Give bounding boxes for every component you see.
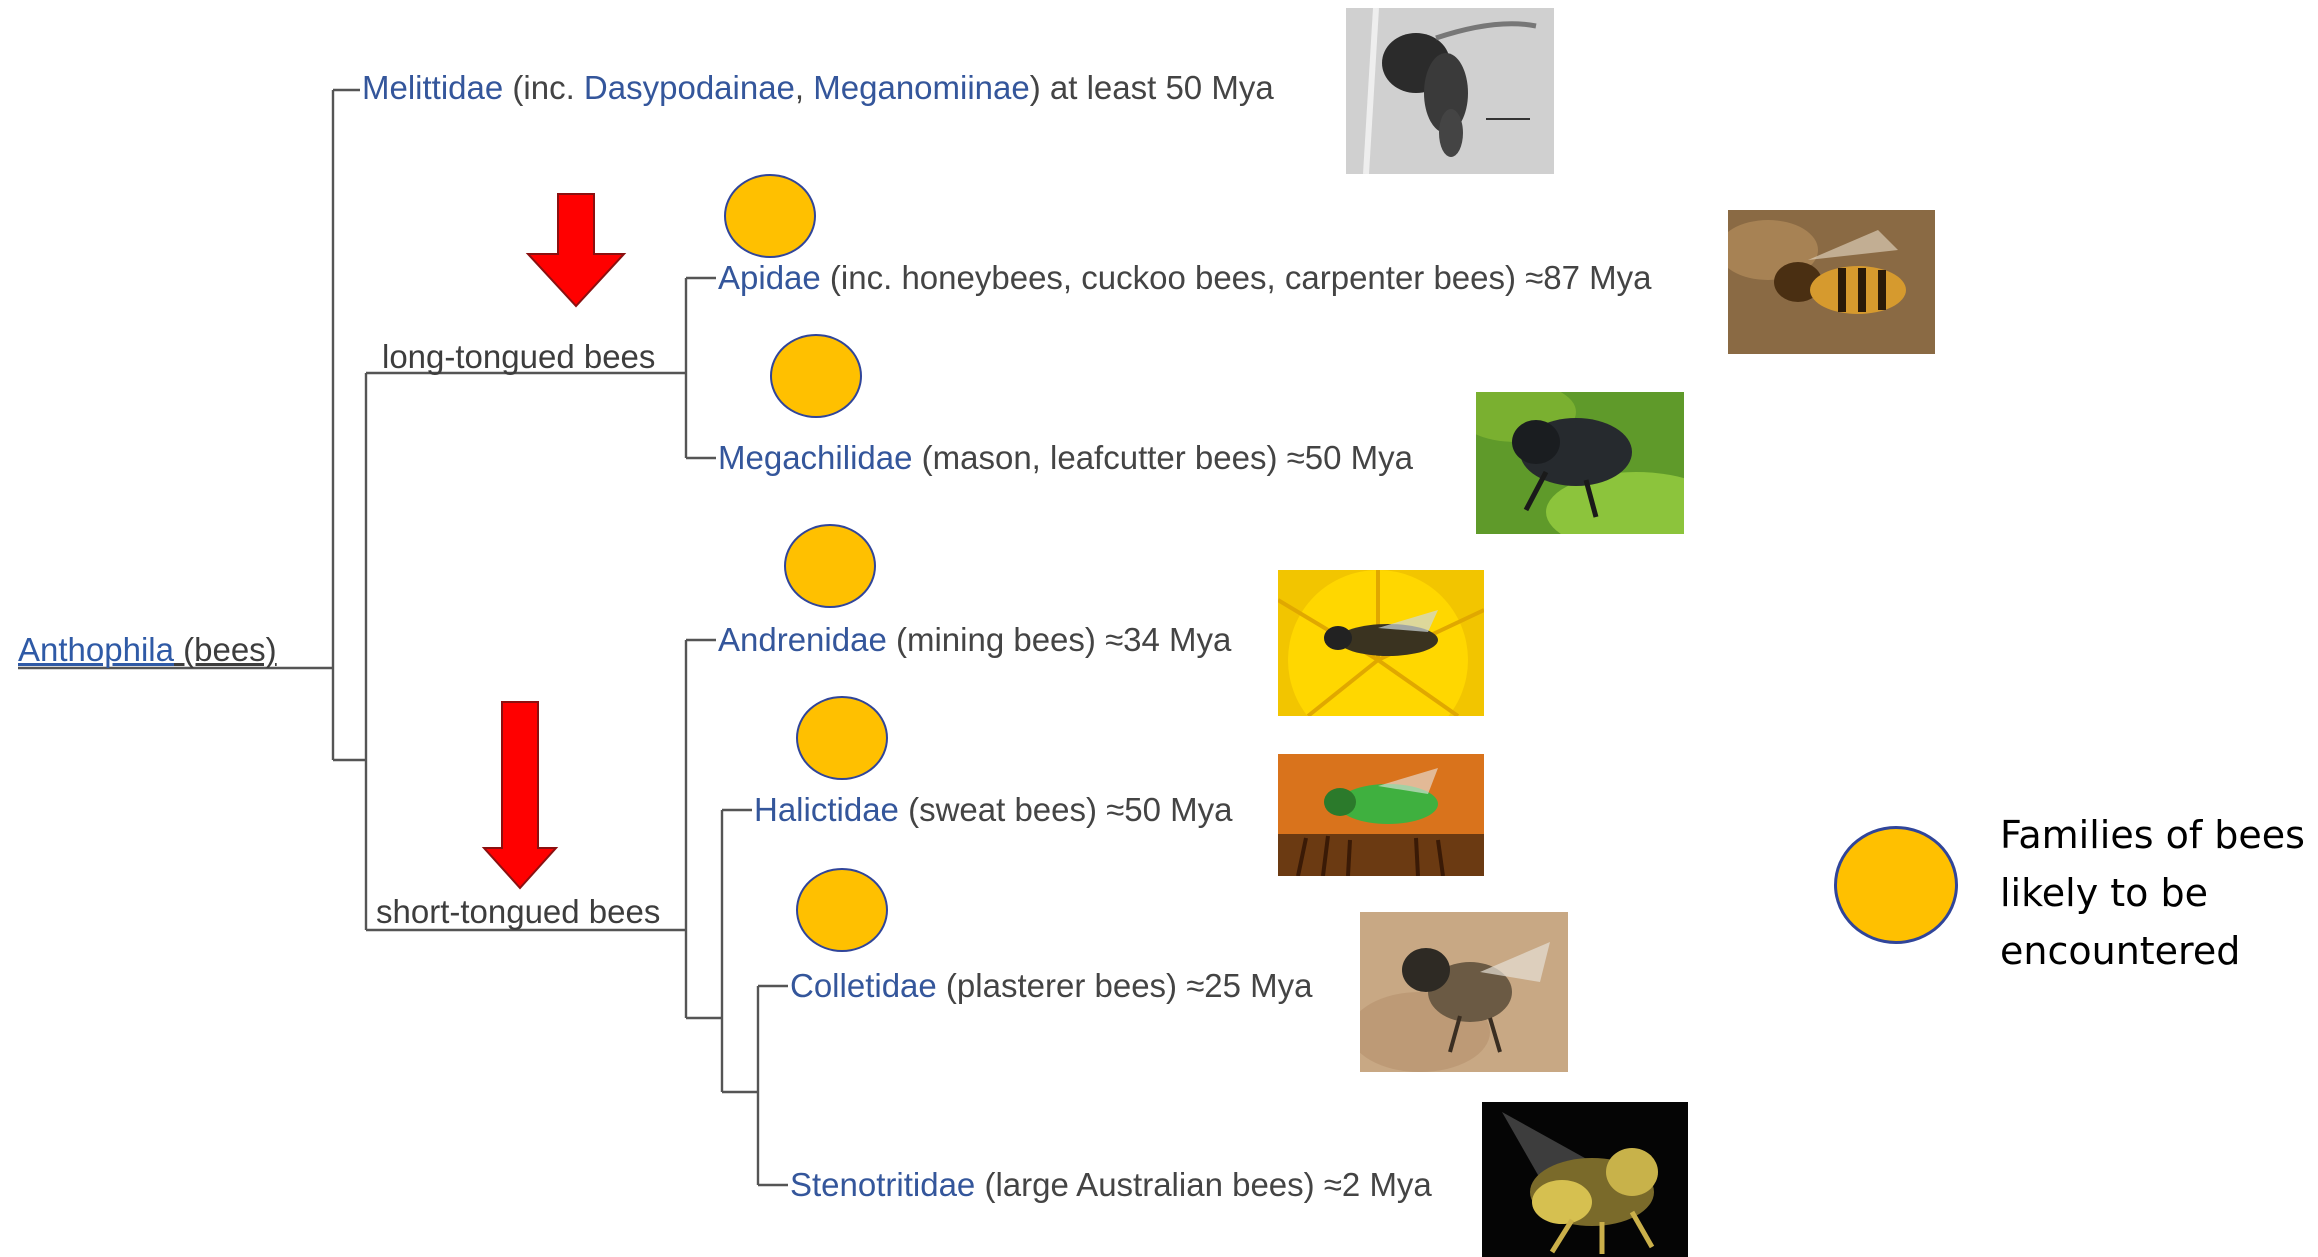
family-desc: (inc. [503,69,584,106]
family-label-colletidae: Colletidae (plasterer bees) ≈25 Mya [790,966,1313,1006]
photo-andrenidae [1278,570,1484,716]
red-arrow-long-tongued [524,192,628,310]
family-label-melittidae: Melittidae (inc. Dasypodainae, Meganomii… [362,68,1274,108]
clade-label-long-tongued: long-tongued bees [382,337,655,377]
root-taxon-label[interactable]: Anthophila (bees) [18,630,277,670]
legend-line: Families of bees [2000,806,2305,864]
family-desc: (mason, leafcutter bees) ≈50 Mya [912,439,1413,476]
photo-colletidae [1360,912,1568,1072]
legend-marker [1834,826,1958,944]
clade-label-short-tongued: short-tongued bees [376,892,660,932]
red-arrow-short-tongued [480,700,560,892]
family-label-andrenidae: Andrenidae (mining bees) ≈34 Mya [718,620,1231,660]
family-link[interactable]: Andrenidae [718,621,887,658]
root-taxon-suffix: (bees) [174,631,277,668]
subfamily-link[interactable]: Meganomiinae [813,69,1029,106]
family-label-halictidae: Halictidae (sweat bees) ≈50 Mya [754,790,1233,830]
root-taxon-link[interactable]: Anthophila [18,631,174,668]
subfamily-link[interactable]: Dasypodainae [584,69,795,106]
legend-line: likely to be [2000,864,2305,922]
family-label-megachilidae: Megachilidae (mason, leafcutter bees) ≈5… [718,438,1413,478]
family-link[interactable]: Megachilidae [718,439,912,476]
photo-melittidae [1346,8,1554,174]
photo-halictidae [1278,754,1484,876]
family-link[interactable]: Colletidae [790,967,937,1004]
likely-marker-andrenidae [784,524,876,608]
likely-marker-megachilidae [770,334,862,418]
family-link[interactable]: Apidae [718,259,821,296]
family-desc: (large Australian bees) ≈2 Mya [975,1166,1432,1203]
family-link[interactable]: Stenotritidae [790,1166,975,1203]
likely-marker-apidae [724,174,816,258]
family-desc: (plasterer bees) ≈25 Mya [937,967,1313,1004]
family-label-apidae: Apidae (inc. honeybees, cuckoo bees, car… [718,258,1652,298]
likely-marker-colletidae [796,868,888,952]
legend-text: Families of bees likely to be encountere… [2000,806,2305,980]
photo-apidae [1728,210,1935,354]
likely-marker-halictidae [796,696,888,780]
legend-line: encountered [2000,922,2305,980]
family-desc: (sweat bees) ≈50 Mya [899,791,1233,828]
family-link[interactable]: Melittidae [362,69,503,106]
family-desc: (mining bees) ≈34 Mya [887,621,1232,658]
family-link[interactable]: Halictidae [754,791,899,828]
photo-stenotritidae [1482,1102,1688,1257]
family-desc: ) at least 50 Mya [1030,69,1274,106]
family-label-stenotritidae: Stenotritidae (large Australian bees) ≈2… [790,1165,1432,1205]
family-desc: (inc. honeybees, cuckoo bees, carpenter … [821,259,1652,296]
photo-megachilidae [1476,392,1684,534]
family-desc: , [795,69,813,106]
